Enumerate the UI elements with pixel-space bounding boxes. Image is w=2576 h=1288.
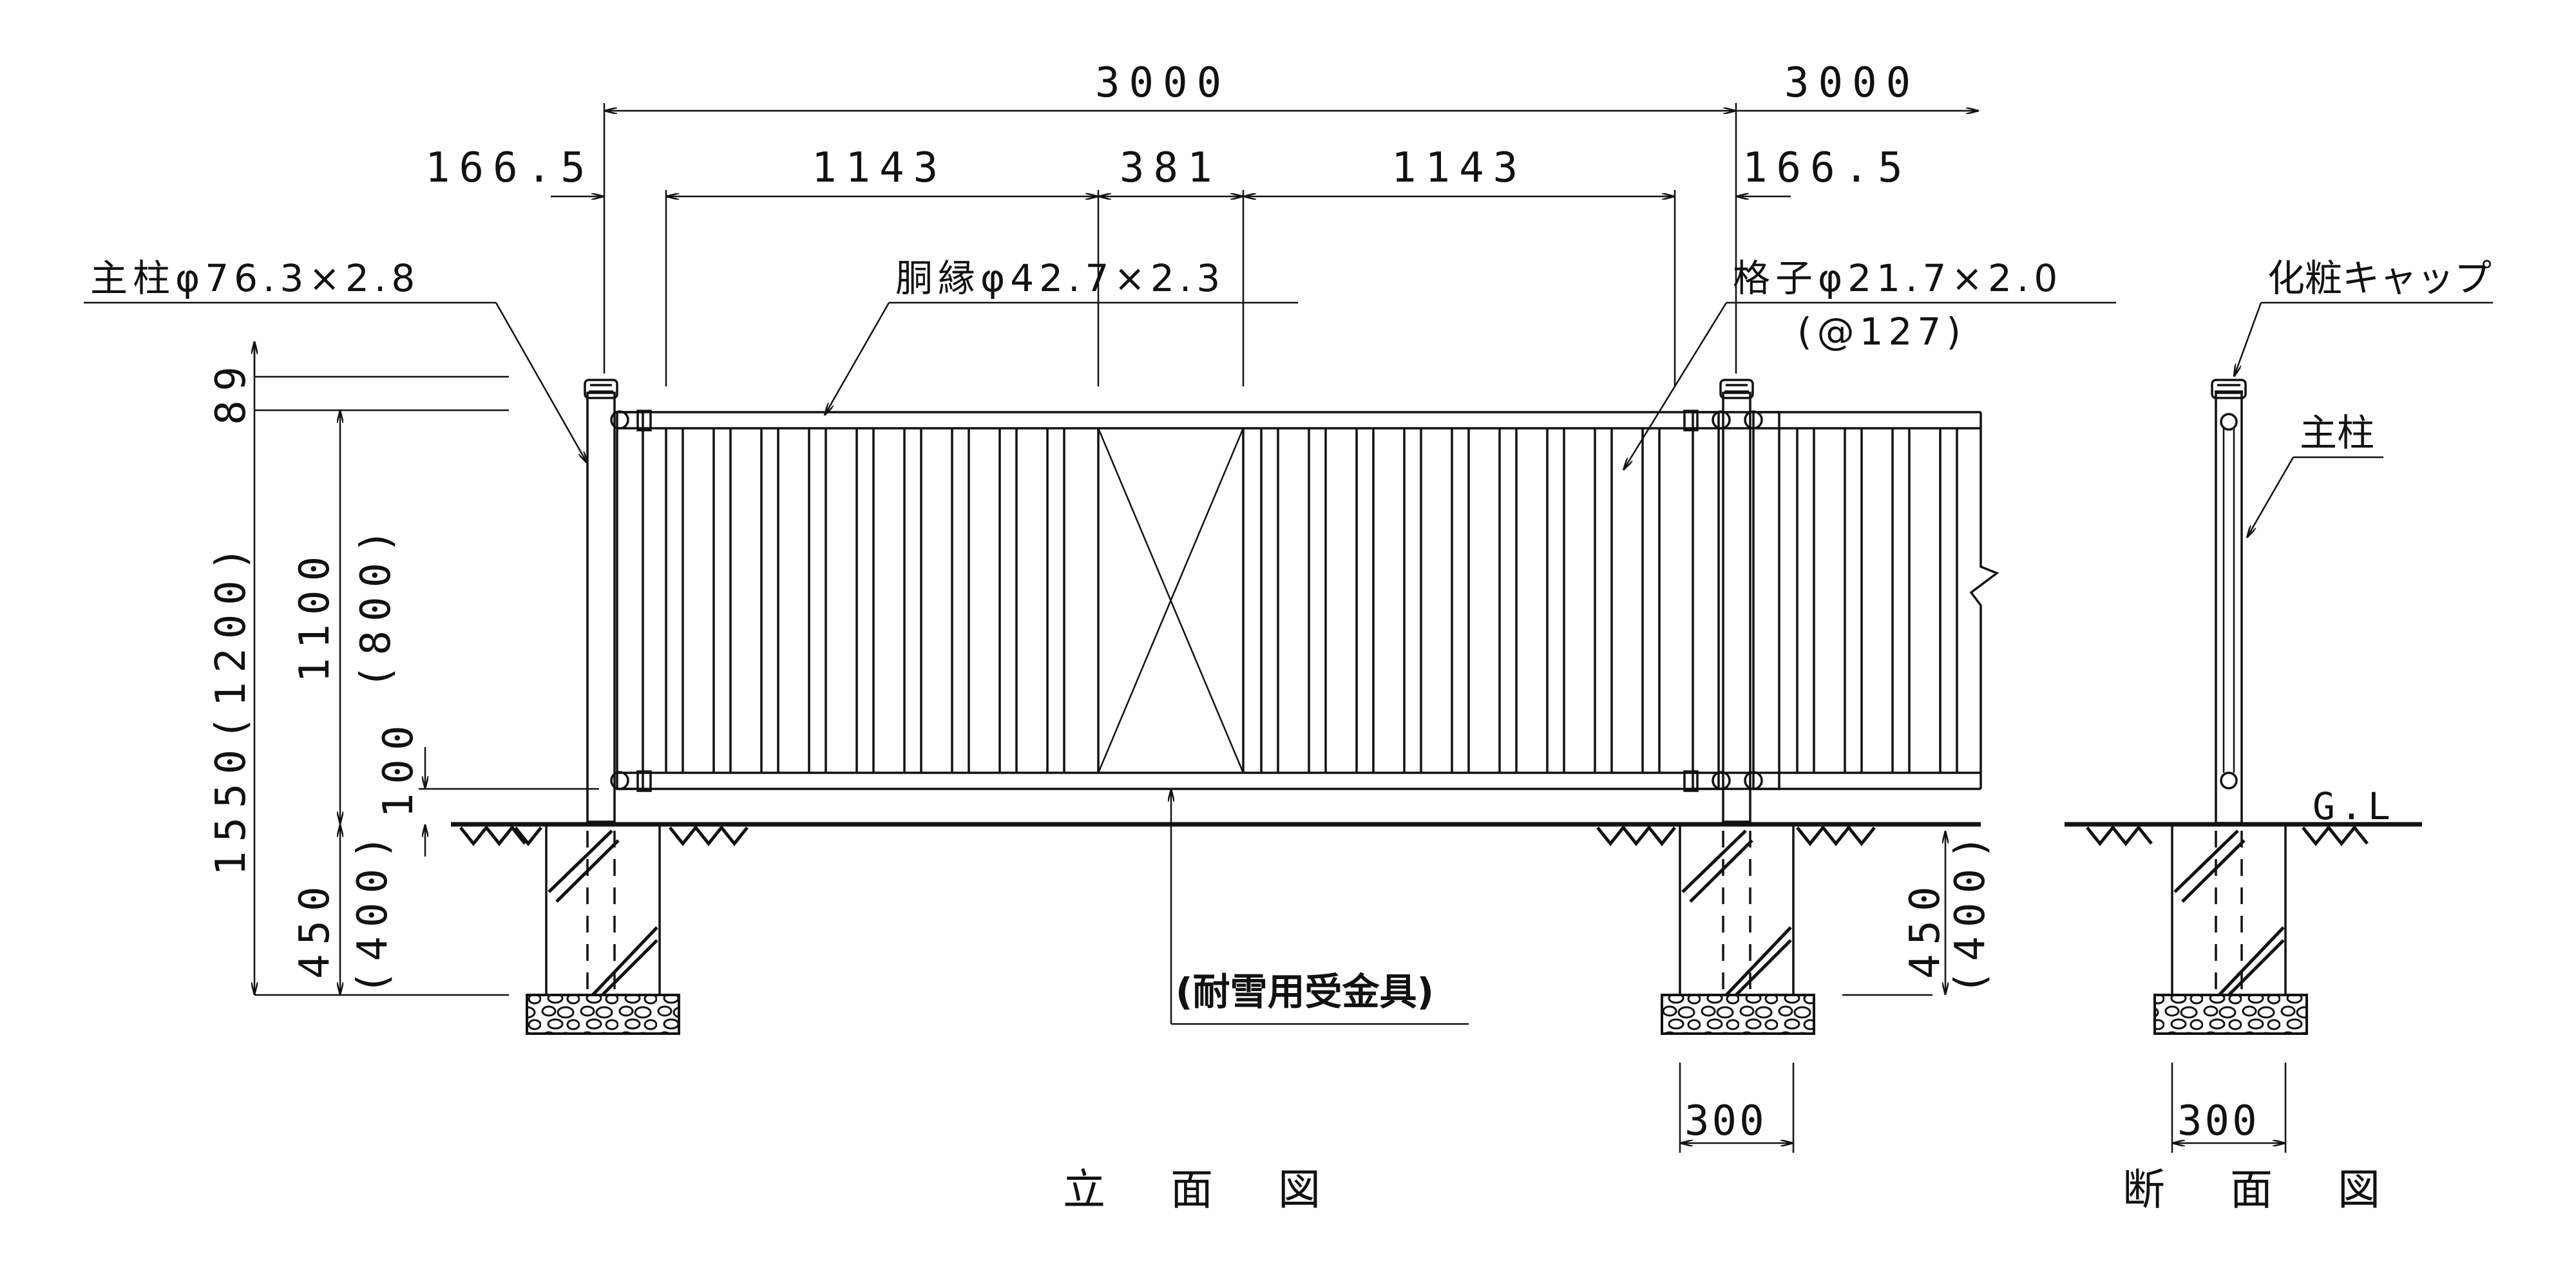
dim-embed-right-alt: (400): [1947, 826, 1994, 995]
elevation-ground: 450 (400) 300: [451, 822, 1994, 1153]
dim-footing-width-sect: 300: [2177, 1097, 2260, 1145]
label-main-post: 主柱φ76.3×2.8: [90, 256, 420, 300]
rail-joints: [610, 410, 1763, 792]
dim-ground-gap: 100: [375, 716, 423, 818]
right-main-post: [1722, 392, 1751, 823]
dim-cap-height: 89: [207, 357, 255, 425]
right-post-cap: [1719, 379, 1754, 399]
left-dimensions: 89 1550(1200) 1100 (800) 100 450 (400): [207, 341, 599, 996]
left-post-cap: [584, 379, 618, 399]
section-view: G.L 300 化粧キャップ 主柱: [2065, 256, 2493, 1153]
section-post-cap: [2211, 379, 2247, 399]
section-post: [2215, 392, 2243, 824]
elevation-fence: [584, 379, 1999, 823]
top-dimensions: 3000 3000 166.5 1143 381 1143 166.5: [425, 59, 1979, 386]
title-elevation: 立 面 図: [1063, 1165, 1346, 1215]
dim-fence-height: 1100: [291, 547, 339, 683]
dim-panel-right: 1143: [1391, 144, 1527, 192]
label-rail: 胴縁φ42.7×2.3: [895, 256, 1225, 300]
gate-center-panel: [1097, 428, 1245, 773]
dim-offset-right: 166.5: [1742, 144, 1912, 192]
label-post-section: 主柱: [2300, 411, 2374, 455]
dim-gate-center: 381: [1120, 144, 1221, 192]
dim-offset-left: 166.5: [425, 144, 595, 192]
lattice-next-span: [1796, 412, 1999, 789]
dim-span-left: 3000: [1095, 59, 1230, 107]
title-section: 断 面 図: [2123, 1165, 2406, 1215]
right-footing: [1679, 823, 1795, 996]
section-footing: [2171, 823, 2287, 996]
lattice-right: [1242, 428, 1661, 773]
right-gravel-bed: [1661, 994, 1815, 1035]
label-decor-cap: 化粧キャップ: [2267, 256, 2492, 300]
lattice-left: [665, 428, 1100, 773]
dim-panel-left: 1143: [812, 144, 947, 192]
dim-footing-width-elev: 300: [1684, 1097, 1767, 1145]
label-ground-level: G.L: [2313, 784, 2396, 828]
elevation-labels: 主柱φ76.3×2.8 胴縁φ42.7×2.3 格子φ21.7×2.0 (@12…: [84, 256, 2116, 1025]
dim-embed-left: 450: [291, 877, 339, 979]
section-gravel-bed: [2153, 994, 2308, 1035]
dim-span-right: 3000: [1784, 59, 1920, 107]
dim-embed-right: 450: [1902, 877, 1949, 979]
label-lattice: 格子φ21.7×2.0: [1733, 256, 2063, 300]
dim-total-height: 1550(1200): [207, 538, 255, 876]
dim-embed-left-alt: (400): [349, 826, 397, 995]
label-lattice-pitch: (@127): [1797, 310, 1966, 354]
dim-fence-height-alt: (800): [352, 520, 400, 689]
left-main-post: [586, 392, 616, 823]
left-gravel-bed: [526, 994, 680, 1035]
left-footing: [545, 823, 661, 996]
label-snow-fitting: (耐雪用受金具): [1176, 970, 1434, 1014]
